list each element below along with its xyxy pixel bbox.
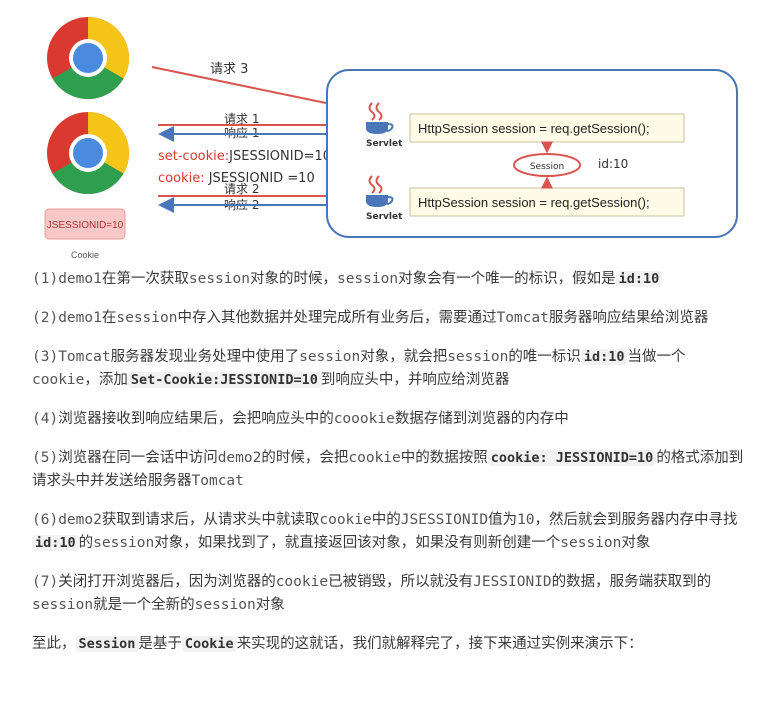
get-session-code-2: HttpSession session = req.getSession(); — [418, 195, 650, 210]
request3-label: 请求 3 — [210, 62, 248, 77]
request3-arrow — [151, 66, 362, 116]
step-1: (1)demo1在第一次获取session对象的时候，session对象会有一个… — [32, 268, 750, 291]
step-6: (6)demo2获取到请求后，从请求头中就读取cookie中的JSESSIONI… — [32, 512, 738, 551]
session-label: Session — [530, 162, 564, 172]
session-id-label: id:10 — [598, 157, 628, 171]
step-7: (7)关闭打开浏览器后，因为浏览器的cookie已被销毁，所以就没有JESSIO… — [32, 574, 712, 613]
session-cookie-diagram: JSESSIONID=10 Cookie 请求 3 请求 1 响应 1 set-… — [44, 17, 738, 260]
request1-label: 请求 1 — [224, 112, 259, 126]
svg-text:Servlet: Servlet — [366, 212, 403, 222]
session-ellipse — [513, 153, 581, 177]
get-session-code-1: HttpSession session = req.getSession(); — [418, 121, 650, 136]
cookie-label: cookie: JSESSIONID =10 — [158, 171, 315, 186]
chrome-icon — [47, 17, 129, 99]
response1-label: 响应 1 — [224, 125, 259, 140]
cookie-caption: Cookie — [71, 250, 99, 260]
servlet-icon: Servlet — [366, 102, 403, 149]
step-2: (2)demo1在session中存入其他数据并处理完成所有业务后，需要通过To… — [32, 310, 709, 326]
explanation-steps: (1)demo1在第一次获取session对象的时候，session对象会有一个… — [32, 268, 750, 672]
request2-label: 请求 2 — [224, 182, 259, 196]
chrome-icon — [47, 112, 129, 194]
step-4: (4)浏览器接收到响应结果后，会把响应头中的coookie数据存储到浏览器的内存… — [32, 411, 569, 427]
servlet-icon: Servlet — [366, 175, 403, 222]
cookie-box — [44, 208, 126, 240]
step-3: (3)Tomcat服务器发现业务处理中使用了session对象，就会把sessi… — [32, 349, 686, 388]
cookie-box-label: JSESSIONID=10 — [47, 220, 124, 231]
svg-text:Servlet: Servlet — [366, 139, 403, 149]
set-cookie-label: set-cookie:JSESSIONID=10 — [158, 149, 331, 164]
get-session-box-1 — [409, 113, 685, 143]
